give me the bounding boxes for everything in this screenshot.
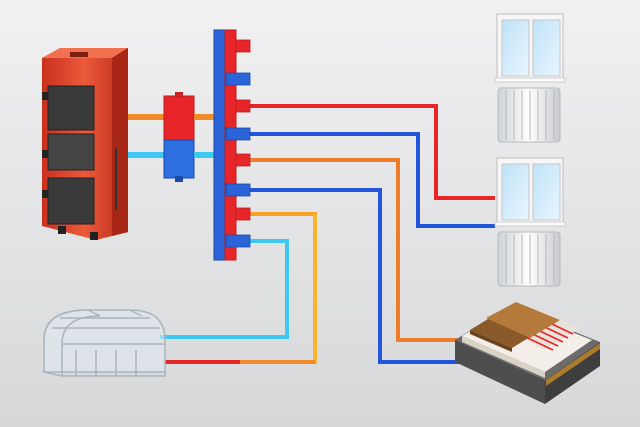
greenhouse-icon bbox=[43, 309, 166, 377]
underfloor-heating-icon bbox=[455, 302, 600, 404]
radiator-under-window-icon bbox=[494, 157, 566, 287]
hydraulic-separator-icon bbox=[163, 92, 195, 182]
pipe-return-floor bbox=[248, 188, 470, 364]
radiator-under-window-icon bbox=[494, 13, 566, 143]
distribution-manifold-icon bbox=[213, 29, 251, 261]
solid-fuel-boiler-icon bbox=[42, 48, 128, 240]
